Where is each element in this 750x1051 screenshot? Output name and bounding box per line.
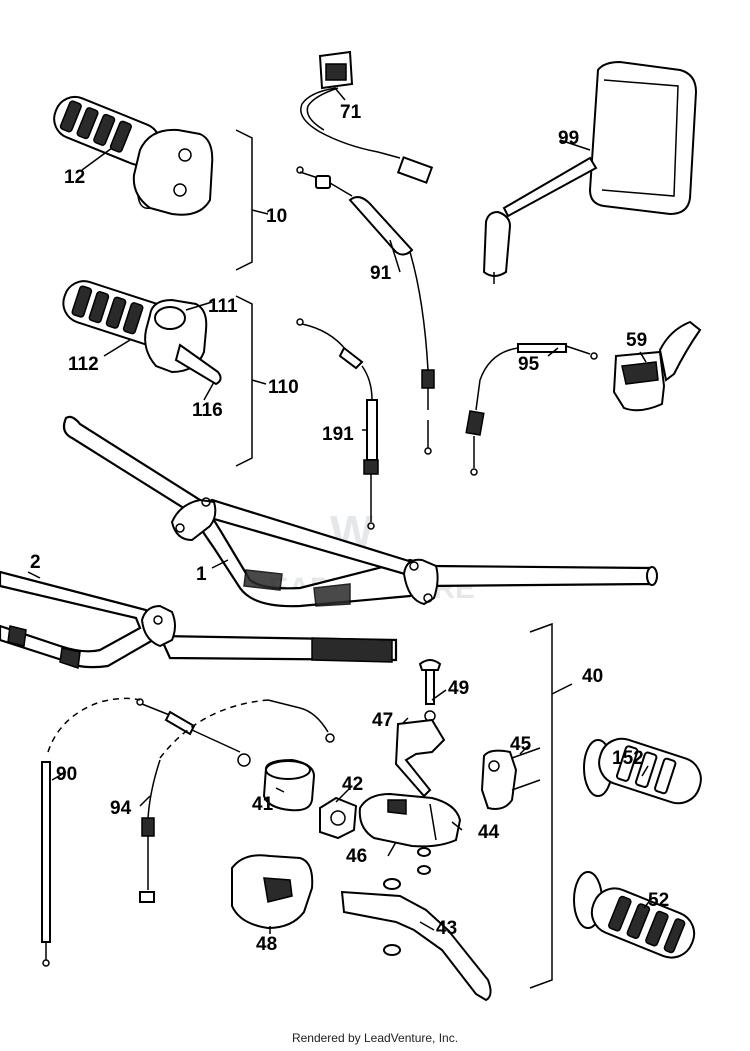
perch-clamp-part bbox=[480, 747, 541, 810]
kill-switch-part bbox=[300, 50, 434, 184]
callout-1: 1 bbox=[196, 564, 207, 585]
callout-47: 47 bbox=[372, 710, 393, 731]
callout-110: 110 bbox=[268, 377, 299, 398]
callout-49: 49 bbox=[448, 678, 469, 699]
part-callouts: 12 10 71 99 91 111 112 110 116 191 95 59… bbox=[30, 102, 669, 955]
callout-43: 42 bbox=[342, 774, 363, 795]
callout-191: 191 bbox=[322, 424, 354, 445]
leader-lines bbox=[27, 87, 653, 934]
callout-48: 48 bbox=[256, 934, 277, 955]
callout-2: 2 bbox=[30, 552, 41, 573]
handlebar-part-1 bbox=[62, 415, 658, 608]
callout-95: 95 bbox=[518, 354, 540, 375]
left-grip-part bbox=[62, 280, 222, 386]
callout-41: 43 bbox=[436, 918, 457, 939]
throttle-cable-part bbox=[296, 166, 435, 455]
callout-46: 46 bbox=[346, 846, 367, 867]
cable-94-part bbox=[139, 699, 335, 903]
mirror-part bbox=[482, 60, 698, 284]
callout-71: 71 bbox=[340, 102, 362, 123]
footer-credit: Rendered by LeadVenture, Inc. bbox=[291, 1031, 459, 1045]
clutch-cable-part bbox=[465, 343, 598, 476]
callout-112: 112 bbox=[68, 354, 99, 375]
callout-94: 94 bbox=[110, 798, 132, 819]
callout-12: 12 bbox=[64, 167, 85, 188]
hot-start-lever-part bbox=[612, 320, 702, 412]
callout-152: 152 bbox=[612, 748, 644, 769]
callout-52: 52 bbox=[648, 890, 669, 911]
handlebar-part-2 bbox=[0, 570, 398, 670]
clutch-lever-part bbox=[340, 847, 492, 1002]
adjuster-part bbox=[262, 758, 358, 840]
grip-52-part bbox=[573, 871, 696, 959]
callout-44: 44 bbox=[478, 822, 500, 843]
callout-42: 41 bbox=[252, 794, 274, 815]
callout-90: 90 bbox=[56, 764, 77, 785]
callout-111: 111 bbox=[208, 296, 238, 317]
callout-116: 116 bbox=[192, 400, 223, 421]
callout-45: 45 bbox=[510, 734, 532, 755]
cable-90-part bbox=[41, 697, 251, 967]
callout-40: 40 bbox=[582, 666, 603, 687]
callout-59: 59 bbox=[626, 330, 647, 351]
callout-10: 10 bbox=[266, 206, 287, 227]
callout-99: 99 bbox=[558, 128, 579, 149]
cable-part bbox=[296, 318, 379, 530]
callout-91: 91 bbox=[370, 263, 392, 284]
lever-cover-part bbox=[231, 854, 314, 930]
lever-perch-part bbox=[358, 659, 462, 848]
throttle-grip-part bbox=[53, 95, 214, 216]
